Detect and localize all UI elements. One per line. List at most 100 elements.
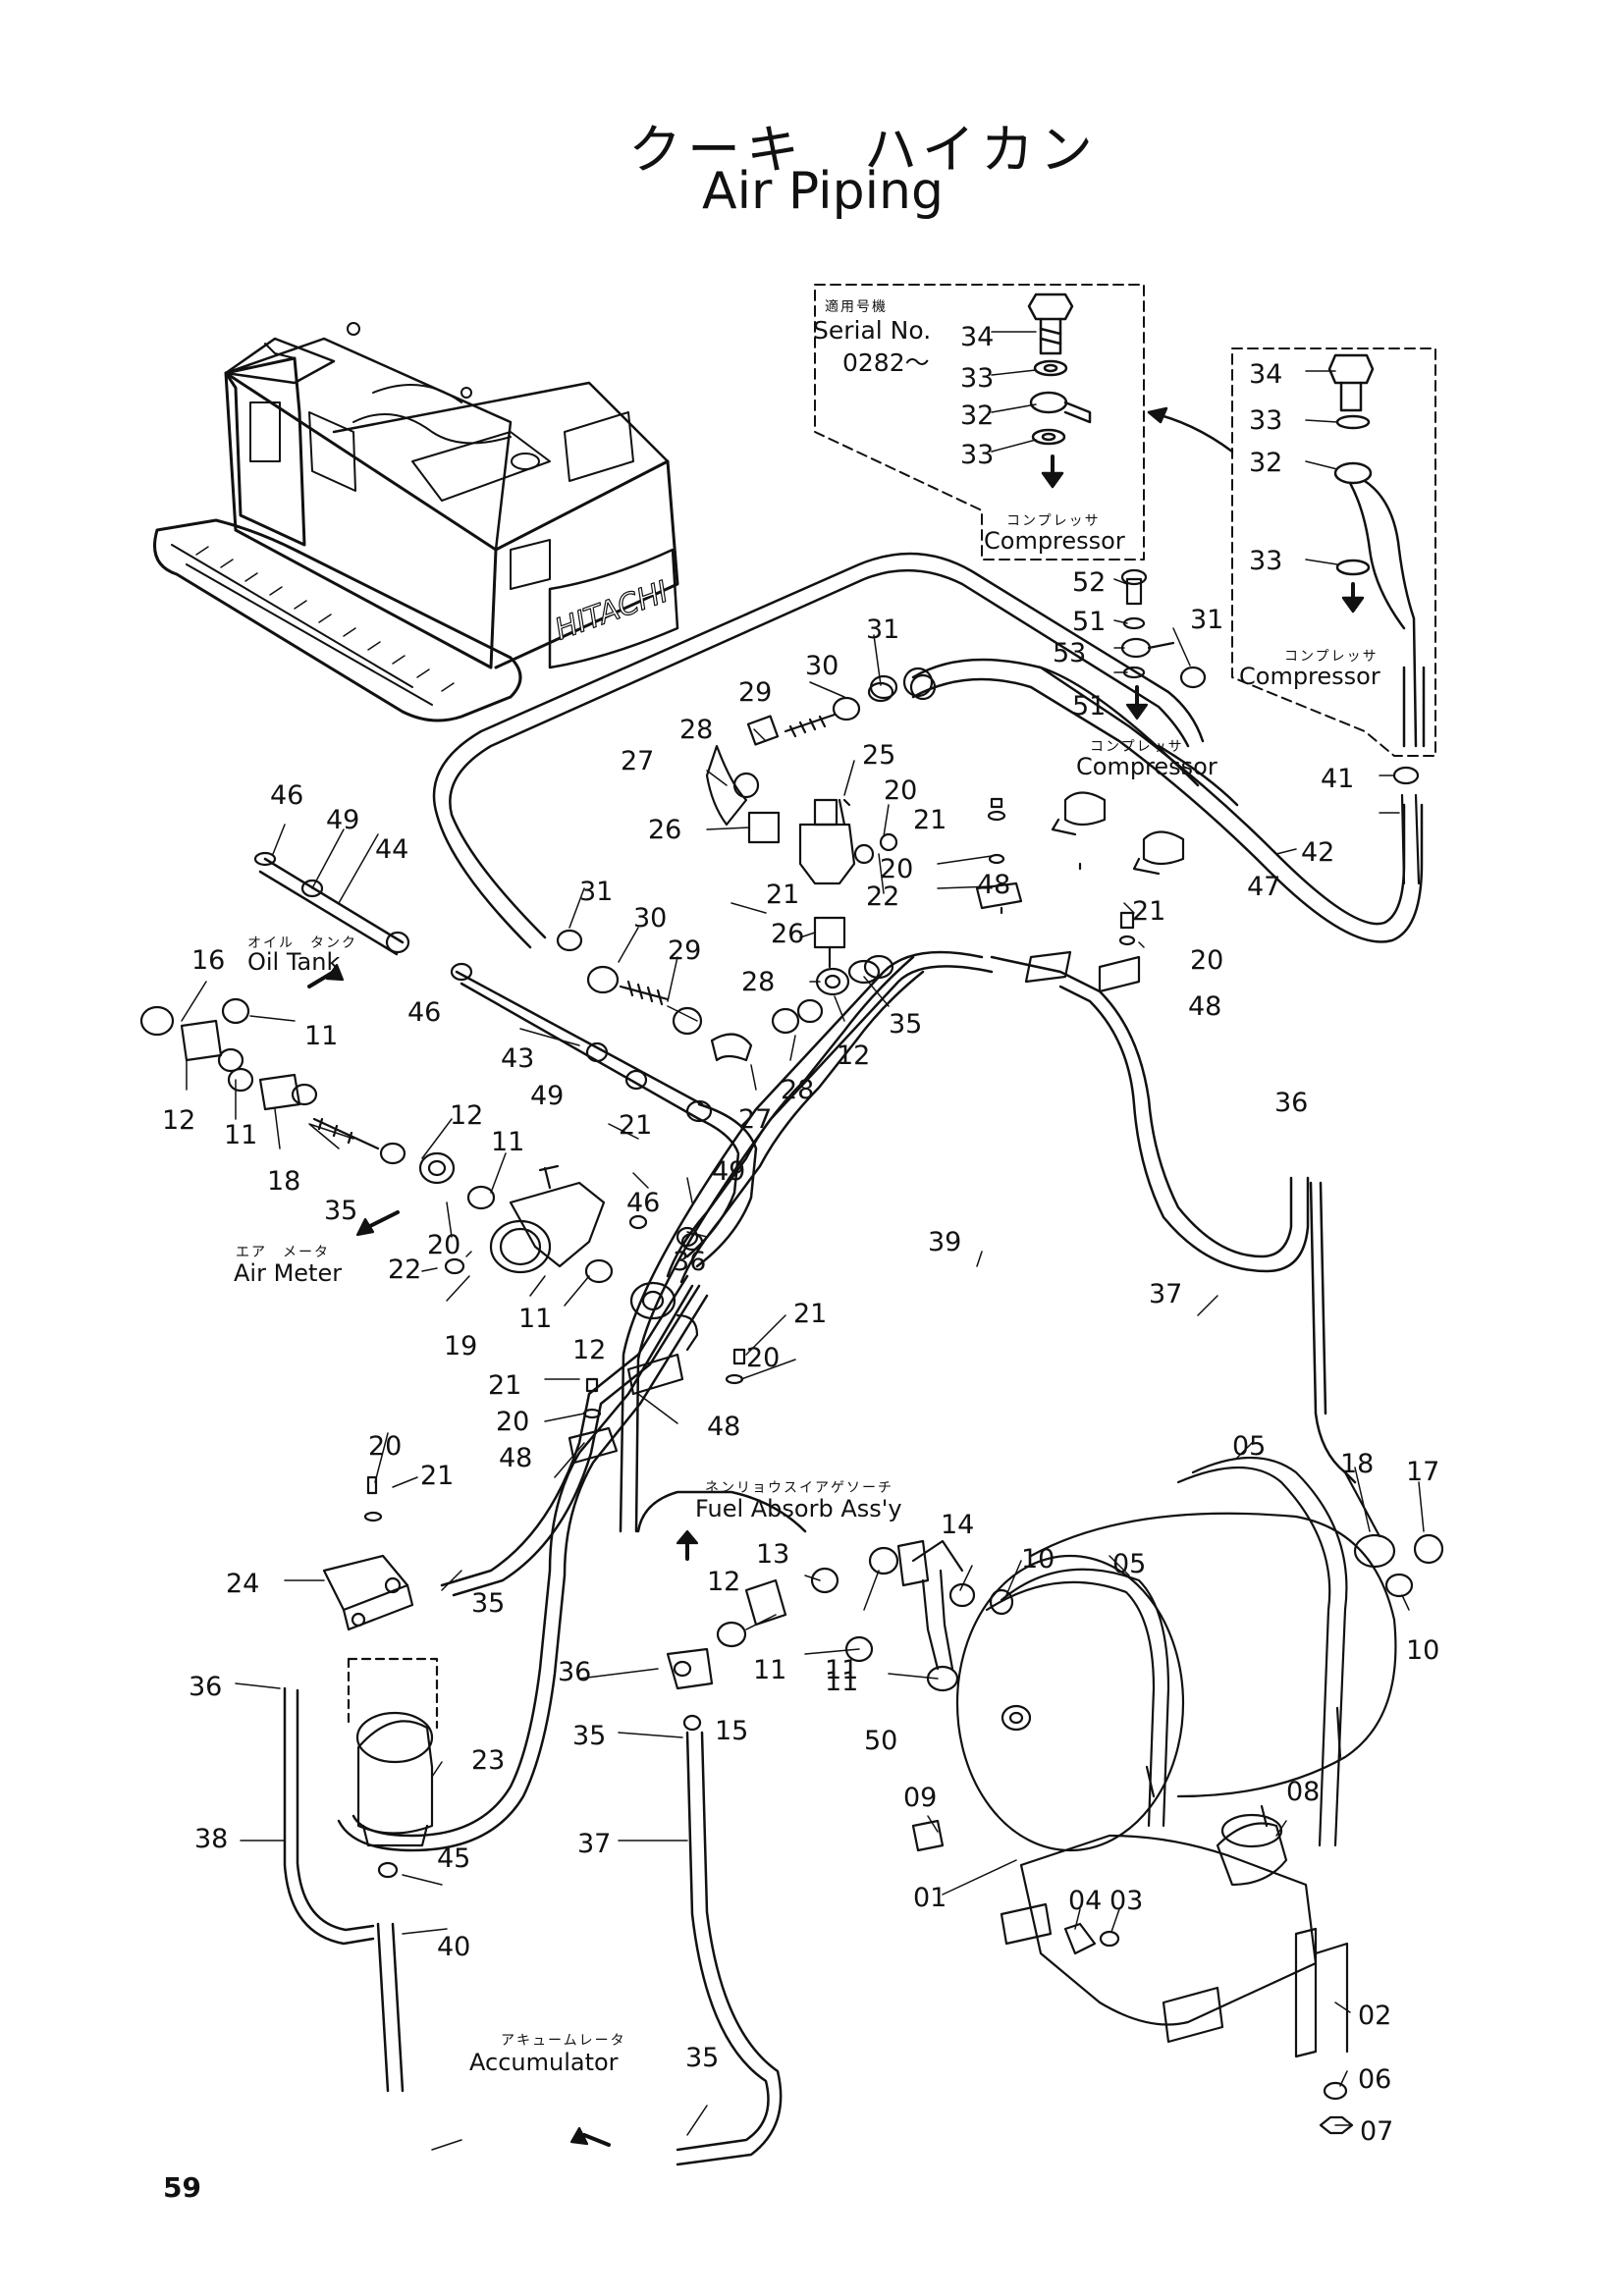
part-number-20: 20 — [427, 1230, 461, 1260]
serial-label: Serial No. — [813, 316, 932, 345]
part-number-27: 27 — [738, 1104, 773, 1135]
part-number-35: 35 — [685, 2043, 720, 2073]
title-japanese: クーキ ハイカン — [628, 119, 1099, 181]
oil-tank-label: Oil Tank — [247, 948, 341, 976]
part-number-52: 52 — [1072, 567, 1107, 598]
part-number-37: 37 — [1149, 1279, 1183, 1309]
part-number-32: 32 — [960, 400, 995, 431]
part-number-30: 30 — [633, 903, 668, 934]
part-number-35: 35 — [324, 1196, 358, 1226]
inset-serial-box — [814, 284, 1145, 561]
part-number-36: 36 — [673, 1247, 707, 1277]
part-number-06: 06 — [1358, 2064, 1392, 2095]
part-number-21: 21 — [766, 880, 800, 910]
part-number-48: 48 — [977, 870, 1011, 900]
part-number-45: 45 — [437, 1843, 471, 1874]
part-number-21: 21 — [913, 805, 947, 835]
compressor-jp-3: コンプレッサ — [1090, 739, 1184, 755]
main-pipes — [258, 552, 1424, 2166]
compressor-jp-1: コンプレッサ — [1006, 513, 1101, 529]
part-number-53: 53 — [1053, 638, 1087, 668]
part-number-03: 03 — [1109, 1886, 1144, 1916]
part-number-20: 20 — [880, 854, 914, 884]
part-number-33: 33 — [1249, 546, 1283, 576]
compressor-jp-2: コンプレッサ — [1284, 649, 1379, 665]
part-number-26: 26 — [771, 919, 805, 949]
part-number-33: 33 — [960, 363, 995, 394]
part-number-12: 12 — [837, 1041, 871, 1071]
part-number-12: 12 — [162, 1105, 196, 1136]
compressor-label-1: Compressor — [984, 527, 1125, 555]
part-number-46: 46 — [270, 780, 304, 811]
inset-right-box — [1231, 347, 1436, 757]
part-number-41: 41 — [1321, 764, 1355, 794]
part-number-21: 21 — [1132, 896, 1166, 927]
part-number-11: 11 — [753, 1655, 787, 1685]
part-number-29: 29 — [668, 935, 702, 966]
oil-tank-jp: オイル タンク — [247, 935, 357, 951]
part-number-21: 21 — [793, 1299, 828, 1329]
part-number-22: 22 — [866, 881, 900, 912]
part-number-46: 46 — [407, 997, 442, 1028]
compressor-label-3: Compressor — [1076, 753, 1217, 780]
part-number-20: 20 — [746, 1343, 781, 1373]
part-number-31: 31 — [1190, 605, 1224, 635]
title-english: Air Piping — [702, 162, 945, 221]
part-number-10: 10 — [1406, 1635, 1440, 1666]
part-number-11: 11 — [304, 1021, 339, 1051]
part-number-40: 40 — [437, 1932, 471, 1962]
part-number-43: 43 — [501, 1043, 535, 1074]
accumulator-jp: アキュームレータ — [501, 2033, 626, 2049]
part-number-49: 49 — [712, 1156, 746, 1187]
part-number-12: 12 — [572, 1335, 607, 1365]
part-number-34: 34 — [1249, 359, 1283, 390]
part-number-39: 39 — [928, 1227, 962, 1257]
part-number-51: 51 — [1072, 607, 1107, 637]
part-number-12: 12 — [707, 1567, 741, 1597]
part-number-21: 21 — [420, 1461, 455, 1491]
part-number-32: 32 — [1249, 448, 1283, 478]
part-number-31: 31 — [866, 614, 900, 645]
part-number-20: 20 — [496, 1407, 530, 1437]
air-meter-label: Air Meter — [234, 1259, 343, 1287]
part-number-23: 23 — [471, 1745, 506, 1776]
part-number-35: 35 — [889, 1009, 923, 1040]
part-number-48: 48 — [707, 1412, 741, 1442]
part-number-46: 46 — [626, 1188, 661, 1218]
fittings — [139, 331, 1444, 2151]
part-number-49: 49 — [326, 805, 360, 835]
part-number-38: 38 — [194, 1824, 229, 1854]
part-number-29: 29 — [738, 677, 773, 708]
part-number-17: 17 — [1406, 1457, 1440, 1487]
part-number-05: 05 — [1232, 1431, 1267, 1462]
page-number: 59 — [163, 2171, 201, 2204]
part-number-48: 48 — [499, 1443, 533, 1473]
part-number-20: 20 — [368, 1431, 403, 1462]
part-number-36: 36 — [1274, 1088, 1309, 1118]
part-number-18: 18 — [1340, 1449, 1375, 1479]
part-number-48: 48 — [1188, 991, 1222, 1022]
part-number-44: 44 — [375, 834, 409, 865]
inset-right-parts — [1327, 353, 1426, 748]
part-number-15: 15 — [715, 1716, 749, 1746]
inset-serial-parts — [1027, 293, 1092, 489]
part-number-16: 16 — [191, 945, 226, 976]
part-number-11: 11 — [224, 1120, 258, 1150]
part-number-11: 11 — [825, 1667, 859, 1697]
part-number-20: 20 — [884, 775, 918, 806]
part-number-24: 24 — [226, 1569, 260, 1599]
compressor-label-2: Compressor — [1239, 663, 1380, 690]
accumulator-label: Accumulator — [469, 2049, 619, 2076]
fuel-absorb-label: Fuel Absorb Ass'y — [695, 1495, 902, 1522]
serial-jp-label: 適用号機 — [825, 299, 888, 315]
part-number-20: 20 — [1190, 945, 1224, 976]
part-number-28: 28 — [741, 967, 776, 997]
part-number-42: 42 — [1301, 837, 1335, 868]
part-number-34: 34 — [960, 322, 995, 352]
part-number-47: 47 — [1247, 872, 1281, 902]
part-number-11: 11 — [825, 1655, 859, 1685]
part-number-02: 02 — [1358, 2001, 1392, 2031]
part-number-10: 10 — [1021, 1544, 1055, 1575]
part-number-36: 36 — [558, 1657, 592, 1687]
part-number-51: 51 — [1072, 691, 1107, 721]
